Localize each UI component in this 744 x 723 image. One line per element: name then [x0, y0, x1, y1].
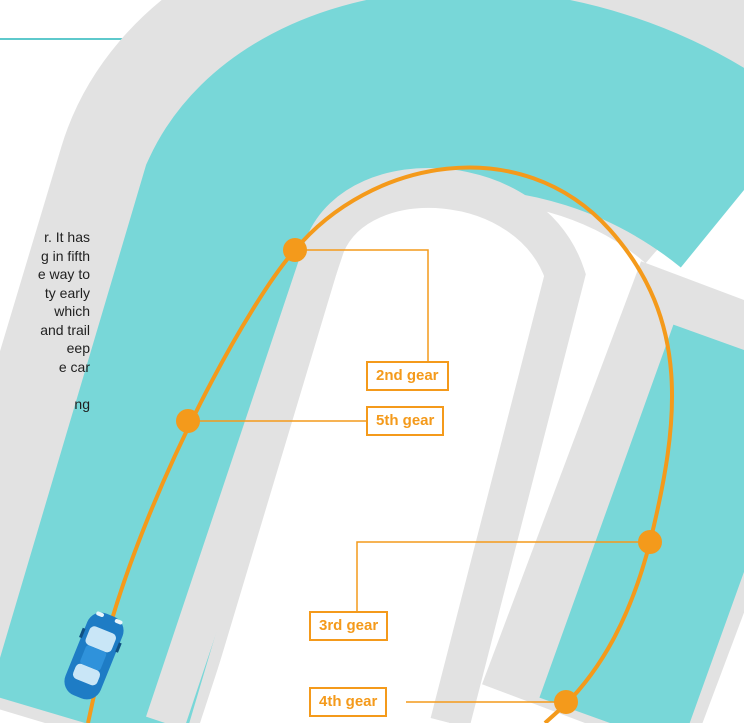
body-line: which [0, 302, 90, 321]
gear-point-4th [554, 690, 578, 714]
body-line: r. It has [0, 228, 90, 247]
gear-label-4th: 4th gear [309, 687, 387, 717]
gear-label-3rd: 3rd gear [309, 611, 388, 641]
body-line: ng [0, 395, 90, 414]
body-line: eep [0, 339, 90, 358]
gear-point-3rd [638, 530, 662, 554]
gear-label-2nd: 2nd gear [366, 361, 449, 391]
body-line: ty early [0, 284, 90, 303]
body-line: e car [0, 358, 90, 377]
body-line: g in fifth [0, 247, 90, 266]
body-line: e way to [0, 265, 90, 284]
body-line: and trail [0, 321, 90, 340]
body-text: r. It has g in fifth e way to ty early w… [0, 228, 300, 413]
gear-label-5th: 5th gear [366, 406, 444, 436]
body-line [0, 376, 90, 395]
